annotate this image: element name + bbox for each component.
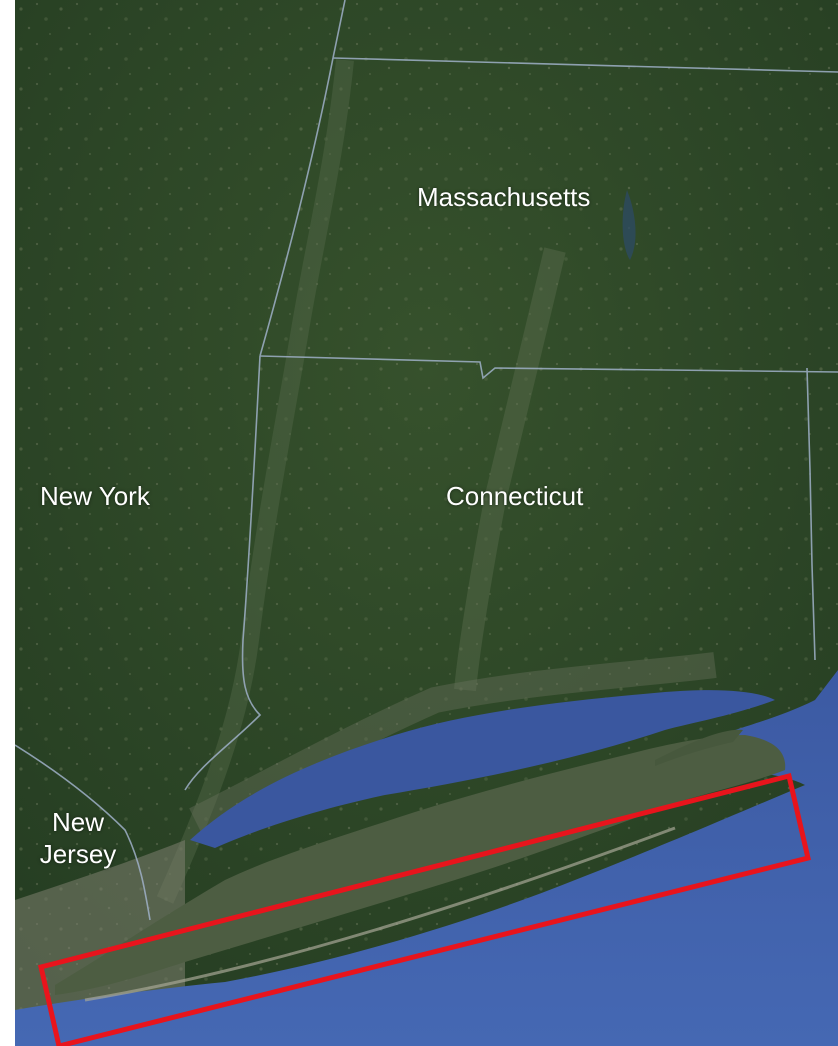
map-canvas [15,0,838,1046]
long-island-sound [190,690,775,848]
label-new-jersey-line2: Jersey [39,839,117,869]
connecticut-river-valley [454,247,566,692]
border-ny-nj [15,744,151,921]
border-ct-ri [806,367,816,661]
north-fork [655,729,743,766]
label-massachusetts: Massachusetts [417,182,591,212]
reservoir [622,190,636,260]
border-ma-north [332,57,838,73]
label-new-jersey: New Jersey [28,806,128,870]
highlight-rectangle [38,772,811,1046]
label-new-jersey-line1: New [51,807,104,837]
long-island [55,735,786,995]
border-ny-vt-ma [332,0,346,59]
coastal-urban [189,652,717,832]
satellite-map: Massachusetts New York Connecticut New J… [15,0,838,1046]
label-new-york: New York [40,481,150,511]
border-ny-ct [184,355,262,791]
border-ny-ma [259,57,334,357]
state-borders [15,0,838,921]
label-connecticut: Connecticut [446,481,584,511]
border-ma-ct [259,355,838,380]
barrier-beach [84,826,676,1002]
ocean-water [15,670,838,1046]
river-valley [156,59,354,904]
